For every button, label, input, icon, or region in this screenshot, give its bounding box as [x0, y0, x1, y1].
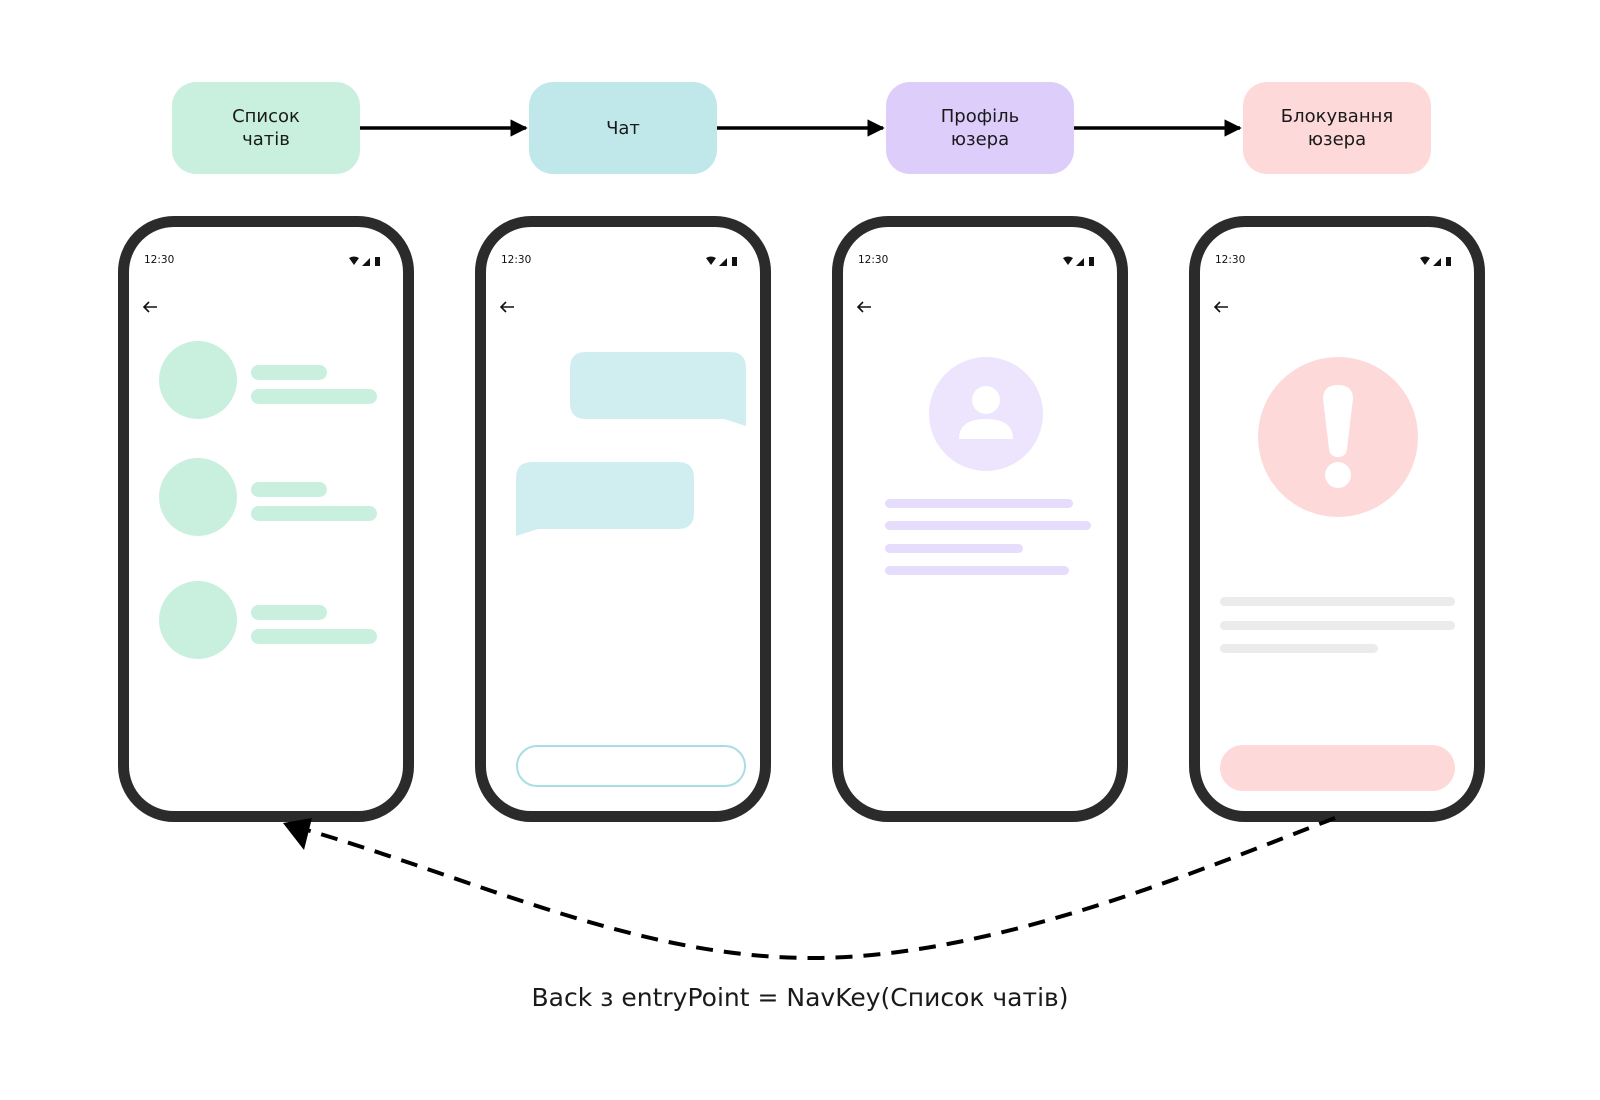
cell-signal-icon [1076, 258, 1084, 266]
arrow-left-icon[interactable] [498, 300, 516, 314]
wifi-icon [1420, 256, 1430, 265]
profile-text-line [885, 499, 1073, 508]
list-item-title-line [251, 365, 327, 380]
arrow-left-icon[interactable] [855, 300, 873, 314]
list-item-subtitle-line [251, 506, 377, 521]
status-bar: 12:30 [144, 254, 388, 268]
alert-text-line [1220, 597, 1455, 606]
status-icons [1420, 256, 1451, 266]
status-time: 12:30 [144, 254, 175, 266]
step-user-profile: Профіль юзера [886, 82, 1074, 174]
block-user-button[interactable] [1220, 745, 1455, 791]
step-chat-list: Список чатів [172, 82, 360, 174]
list-item-subtitle-line [251, 629, 377, 644]
list-item-avatar [159, 581, 237, 659]
cell-signal-icon [1433, 258, 1441, 266]
person-icon [959, 386, 1013, 439]
alert-text-line [1220, 621, 1455, 630]
phone-chat: 12:30 [475, 216, 771, 822]
cell-signal-icon [719, 258, 727, 266]
wifi-icon [349, 256, 359, 265]
list-item-avatar [159, 341, 237, 419]
back-arrowhead [283, 818, 312, 850]
exclamation-icon [1323, 385, 1353, 488]
profile-text-line [885, 544, 1023, 553]
status-icons [706, 256, 737, 266]
list-item-subtitle-line [251, 389, 377, 404]
phone-block-user: 12:30 [1189, 216, 1485, 822]
status-time: 12:30 [1215, 254, 1246, 266]
profile-text-line [885, 521, 1091, 530]
wifi-icon [706, 256, 716, 265]
message-input[interactable] [516, 745, 746, 787]
alert-text-line [1220, 644, 1378, 653]
status-icons [1063, 256, 1094, 266]
step-chat: Чат [529, 82, 717, 174]
battery-icon [1446, 257, 1451, 266]
status-bar: 12:30 [501, 254, 745, 268]
status-icons [349, 256, 380, 266]
list-item-avatar [159, 458, 237, 536]
status-bar: 12:30 [858, 254, 1102, 268]
list-item-title-line [251, 482, 327, 497]
arrow-left-icon[interactable] [141, 300, 159, 314]
battery-icon [732, 257, 737, 266]
outgoing-message-bubble [570, 352, 746, 426]
phone-chat-list: 12:30 [118, 216, 414, 822]
cell-signal-icon [362, 258, 370, 266]
list-item-title-line [251, 605, 327, 620]
status-time: 12:30 [858, 254, 889, 266]
step-block-user: Блокування юзера [1243, 82, 1431, 174]
profile-text-line [885, 566, 1069, 575]
battery-icon [375, 257, 380, 266]
battery-icon [1089, 257, 1094, 266]
wifi-icon [1063, 256, 1073, 265]
phone-user-profile: 12:30 [832, 216, 1128, 822]
back-dashed-path [299, 816, 1336, 961]
status-time: 12:30 [501, 254, 532, 266]
arrow-left-icon[interactable] [1212, 300, 1230, 314]
incoming-message-bubble [516, 462, 694, 536]
back-caption: Back з entryPoint = NavKey(Список чатів) [531, 983, 1069, 1012]
status-bar: 12:30 [1215, 254, 1459, 268]
